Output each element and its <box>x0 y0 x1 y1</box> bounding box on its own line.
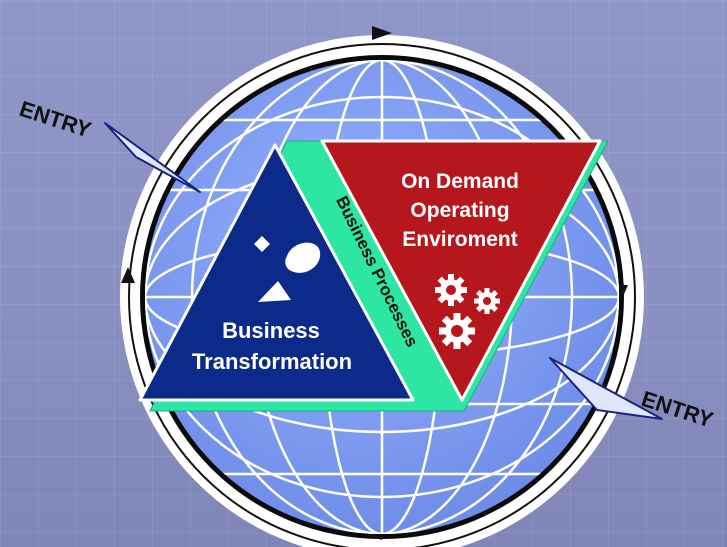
entry-label-right: ENTRY <box>638 386 716 433</box>
blue-triangle-line2: Transformation <box>192 349 352 374</box>
red-triangle-line2: Operating <box>410 199 509 222</box>
blue-triangle-line1: Business <box>222 318 320 343</box>
shapes-icon <box>254 236 321 302</box>
entry-arrow-left <box>104 122 201 193</box>
entry-label-left: ENTRY <box>16 96 94 143</box>
entry-arrow-right <box>549 357 663 420</box>
blue-triangle <box>138 143 415 402</box>
red-triangle-line3: Enviroment <box>402 228 518 251</box>
gears-icon <box>435 274 500 349</box>
red-triangle <box>320 139 602 402</box>
red-triangle-line1: On Demand <box>401 170 519 193</box>
